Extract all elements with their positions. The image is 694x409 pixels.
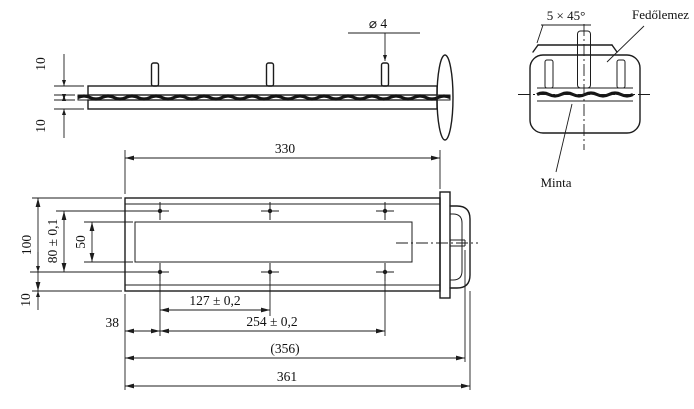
dim-80: 80 ± 0,1 <box>30 210 151 273</box>
edge-to-hole-row-label: 10 <box>18 293 33 307</box>
right-pin-end <box>616 59 626 89</box>
dim-127: 127 ± 0,2 <box>160 293 270 313</box>
dim-356: (356) <box>125 250 466 362</box>
dim-330: 330 <box>124 141 441 194</box>
hole-dot <box>382 208 388 214</box>
hole-mark-5 <box>261 263 279 281</box>
base-plate-side <box>87 99 438 110</box>
dim-cover-thickness: 10 <box>33 54 84 101</box>
dim-100: 100 <box>19 197 122 292</box>
hole-mark-1 <box>151 202 169 220</box>
dim-254: 254 ± 0,2 <box>160 314 385 334</box>
side-view: ⌀ 4 10 10 <box>33 16 454 141</box>
handle-inner <box>450 213 463 281</box>
dim-38: 38 <box>106 315 160 334</box>
plate-width-label: 100 <box>19 235 34 256</box>
leader-line <box>555 103 573 173</box>
specimen-channel <box>134 221 413 263</box>
cover-thickness-label: 10 <box>33 57 48 71</box>
hole-pitch-near-label: 127 ± 0,2 <box>189 293 240 308</box>
handle-outer <box>449 205 471 289</box>
plate-length-label: 330 <box>275 141 296 156</box>
holder-body-end <box>529 54 641 134</box>
dim-10-bottom: 10 <box>18 252 40 310</box>
end-view: 5 × 45° Fedőlemez Minta <box>518 7 689 190</box>
hole-dot <box>157 269 163 275</box>
plan-view: 330 100 80 ± 0,1 50 10 127 ± 0, <box>18 141 478 390</box>
channel-width-label: 50 <box>73 235 88 249</box>
dim-hole-diameter: ⌀ 4 <box>348 16 420 61</box>
hole-dot <box>267 208 273 214</box>
hole-dot <box>382 269 388 275</box>
hole-dot <box>267 269 273 275</box>
end-flange-plan <box>439 191 451 299</box>
specimen-weld-bead-side <box>77 94 451 101</box>
dim-base-thickness: 10 <box>33 99 84 138</box>
cover-plate-label: Fedőlemez <box>632 7 689 22</box>
holder-plate-plan <box>124 197 441 292</box>
clamp-pin-3 <box>380 62 390 87</box>
dim-50: 50 <box>73 221 133 263</box>
label-chamfer: 5 × 45° <box>536 8 591 44</box>
hole-diameter-label: ⌀ 4 <box>369 16 388 31</box>
label-specimen: Minta <box>540 103 573 190</box>
cover-plate-side <box>87 85 438 96</box>
edge-to-first-hole-label: 38 <box>106 315 120 330</box>
clamp-pin-1 <box>150 62 160 87</box>
overall-length-label: 361 <box>277 369 297 384</box>
hole-mark-3 <box>376 202 394 220</box>
specimen-label: Minta <box>540 175 571 190</box>
hole-mark-6 <box>376 263 394 281</box>
hole-mark-4 <box>151 263 169 281</box>
label-cover-plate: Fedőlemez <box>606 7 689 63</box>
end-flange-disc <box>436 54 454 141</box>
chamfer-right <box>611 44 618 53</box>
hole-row-spacing-label: 80 ± 0,1 <box>45 219 60 264</box>
left-pin-end <box>544 59 554 89</box>
hole-pitch-far-label: 254 ± 0,2 <box>246 314 297 329</box>
base-thickness-label: 10 <box>33 119 48 133</box>
clamp-pin-2 <box>265 62 275 87</box>
chamfer-label: 5 × 45° <box>547 8 586 23</box>
dim-361: 361 <box>125 291 471 390</box>
hole-dot <box>157 208 163 214</box>
leader-line <box>536 24 544 44</box>
hole-mark-2 <box>261 202 279 220</box>
leader-line <box>606 25 645 63</box>
chamfer-left <box>532 44 539 53</box>
reference-length-label: (356) <box>270 341 299 356</box>
